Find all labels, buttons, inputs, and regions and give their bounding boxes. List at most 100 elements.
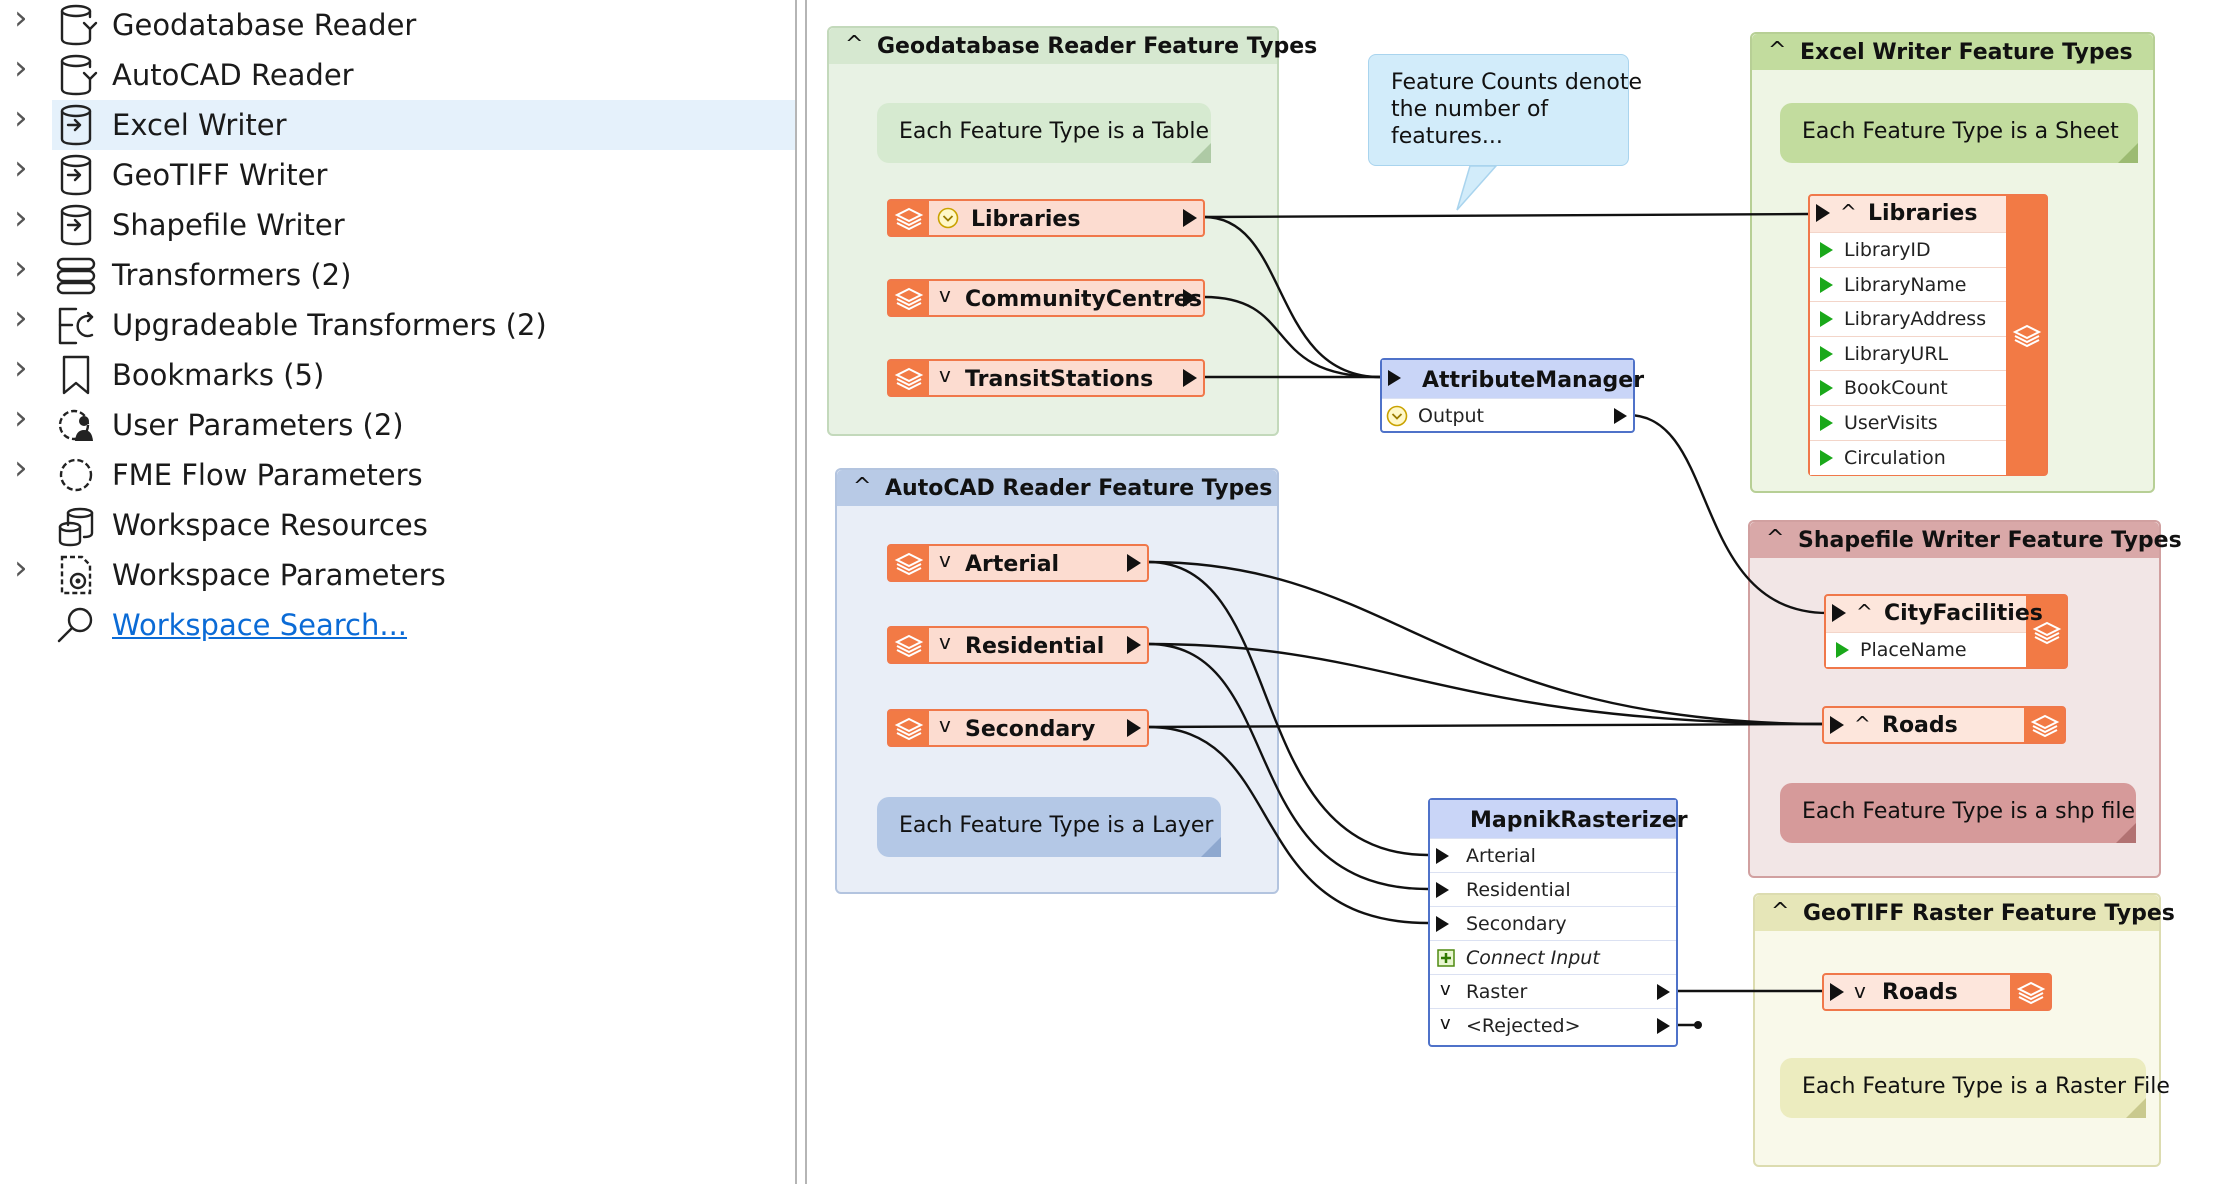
- reader-libraries[interactable]: Libraries: [887, 199, 1205, 237]
- input-port-icon[interactable]: [1436, 916, 1449, 932]
- chevron-right-icon[interactable]: ›: [14, 48, 28, 88]
- connect-input-row[interactable]: Connect Input: [1430, 940, 1676, 975]
- input-port-icon[interactable]: [1436, 848, 1449, 864]
- attribute-row[interactable]: LibraryAddress: [1810, 301, 2006, 337]
- collapse-caret-icon[interactable]: ^: [845, 32, 864, 57]
- chevron-right-icon[interactable]: ›: [14, 398, 28, 438]
- annotation-table[interactable]: Each Feature Type is a Table: [877, 103, 1211, 163]
- expand-caret-icon[interactable]: v: [1440, 979, 1451, 1000]
- collapse-caret-icon[interactable]: ^: [1840, 200, 1857, 224]
- collapse-caret-icon[interactable]: ^: [1856, 600, 1873, 624]
- nav-item-fme-flow-parameters[interactable]: ›FME Flow Parameters: [0, 450, 795, 500]
- attribute-row[interactable]: PlaceName: [1826, 632, 2026, 667]
- expand-caret-icon[interactable]: v: [939, 363, 951, 387]
- workspace-canvas[interactable]: ^Geodatabase Reader Feature Types ^AutoC…: [807, 0, 2231, 1184]
- transformer-header[interactable]: MapnikRasterizer: [1430, 800, 1688, 838]
- bookmark-header[interactable]: ^Shapefile Writer Feature Types: [1750, 522, 2182, 558]
- nav-item-excel-writer[interactable]: ›Excel Writer: [0, 100, 795, 150]
- bookmark-header[interactable]: ^Excel Writer Feature Types: [1752, 34, 2153, 70]
- bookmark-geotiff-raster[interactable]: ^GeoTIFF Raster Feature Types: [1753, 893, 2175, 1167]
- chevron-right-icon[interactable]: ›: [14, 348, 28, 388]
- nav-item-shapefile-writer[interactable]: ›Shapefile Writer: [0, 200, 795, 250]
- attribute-row[interactable]: LibraryName: [1810, 266, 2006, 302]
- output-port-icon[interactable]: [1657, 984, 1670, 1000]
- nav-item-user-parameters-2[interactable]: ›User Parameters (2): [0, 400, 795, 450]
- annotation-raster-file[interactable]: Each Feature Type is a Raster File: [1780, 1058, 2170, 1118]
- writer-shp-roads[interactable]: ^Roads: [1822, 706, 2066, 744]
- writer-header[interactable]: ^Libraries: [1810, 196, 2006, 230]
- nav-item-transformers-2[interactable]: ›Transformers (2): [0, 250, 795, 300]
- writer-header[interactable]: ^Roads: [1824, 708, 2024, 742]
- attribute-row[interactable]: Circulation: [1810, 439, 2006, 475]
- nav-item-upgradeable-transformers-2[interactable]: ›Upgradeable Transformers (2): [0, 300, 795, 350]
- input-port-icon[interactable]: [1436, 882, 1449, 898]
- input-port-icon[interactable]: [1832, 604, 1846, 622]
- collapse-caret-icon[interactable]: ^: [1854, 712, 1871, 736]
- reader-arterial[interactable]: v Arterial: [887, 544, 1149, 582]
- nav-item-autocad-reader[interactable]: ›AutoCAD Reader: [0, 50, 795, 100]
- reader-secondary[interactable]: v Secondary: [887, 709, 1149, 747]
- annotation-sheet[interactable]: Each Feature Type is a Sheet: [1780, 103, 2138, 163]
- output-port-icon[interactable]: [1127, 636, 1141, 654]
- nav-item-geodatabase-reader[interactable]: ›Geodatabase Reader: [0, 0, 795, 50]
- attribute-row[interactable]: LibraryURL: [1810, 335, 2006, 371]
- expand-caret-icon[interactable]: v: [939, 548, 951, 572]
- output-port-row[interactable]: Output: [1382, 398, 1633, 433]
- bookmark-header[interactable]: ^Geodatabase Reader Feature Types: [829, 28, 1317, 64]
- transformer-mapnik-rasterizer[interactable]: MapnikRasterizer Arterial Residential Se…: [1428, 798, 1688, 1047]
- output-port-icon[interactable]: [1183, 289, 1197, 307]
- output-port-row[interactable]: v<Rejected>: [1430, 1008, 1676, 1043]
- collapse-caret-icon[interactable]: ^: [1766, 526, 1785, 551]
- input-port-icon[interactable]: [1816, 204, 1830, 222]
- annotation-layer[interactable]: Each Feature Type is a Layer: [877, 797, 1221, 857]
- output-port-icon[interactable]: [1183, 209, 1197, 227]
- expand-caret-icon[interactable]: v: [939, 283, 951, 307]
- expand-caret-icon[interactable]: v: [1440, 1013, 1451, 1034]
- reader-residential[interactable]: v Residential: [887, 626, 1149, 664]
- transformer-attribute-manager[interactable]: AttributeManager Output: [1380, 358, 1644, 433]
- bookmark-header[interactable]: ^AutoCAD Reader Feature Types: [837, 470, 1277, 506]
- nav-item-workspace-resources[interactable]: Workspace Resources: [0, 500, 795, 550]
- writer-header[interactable]: ^CityFacilities: [1826, 596, 2043, 630]
- connect-input-icon[interactable]: [1436, 948, 1456, 968]
- output-port-icon[interactable]: [1657, 1018, 1670, 1034]
- attribute-row[interactable]: BookCount: [1810, 370, 2006, 406]
- output-port-icon[interactable]: [1127, 554, 1141, 572]
- input-port-row[interactable]: Residential: [1430, 872, 1676, 907]
- reader-community-centres[interactable]: v CommunityCentres: [887, 279, 1205, 317]
- panel-splitter[interactable]: [795, 0, 807, 1184]
- input-port-row[interactable]: Secondary: [1430, 906, 1676, 941]
- collapse-caret-icon[interactable]: ^: [853, 474, 872, 499]
- chevron-right-icon[interactable]: ›: [14, 448, 28, 488]
- chevron-right-icon[interactable]: ›: [14, 248, 28, 288]
- input-port-row[interactable]: Arterial: [1430, 838, 1676, 873]
- input-port-icon[interactable]: [1830, 716, 1844, 734]
- collapse-caret-icon[interactable]: ^: [1771, 899, 1790, 924]
- chevron-right-icon[interactable]: ›: [14, 98, 28, 138]
- transformer-header[interactable]: AttributeManager: [1382, 360, 1644, 398]
- annotation-shp-file[interactable]: Each Feature Type is a shp file: [1780, 783, 2136, 843]
- nav-item-label[interactable]: Workspace Search...: [112, 608, 408, 642]
- nav-item-workspace-parameters[interactable]: ›Workspace Parameters: [0, 550, 795, 600]
- bookmark-header[interactable]: ^GeoTIFF Raster Feature Types: [1755, 895, 2175, 931]
- input-port-icon[interactable]: [1830, 983, 1844, 1001]
- attribute-row[interactable]: UserVisits: [1810, 405, 2006, 440]
- collapse-caret-icon[interactable]: ^: [1768, 38, 1787, 63]
- output-port-icon[interactable]: [1127, 719, 1141, 737]
- nav-item-workspace-search[interactable]: Workspace Search...: [0, 600, 795, 650]
- expand-caret-icon[interactable]: v: [939, 713, 951, 737]
- writer-city-facilities[interactable]: ^CityFacilities PlaceName: [1824, 594, 2068, 669]
- input-port-icon[interactable]: [1388, 370, 1401, 386]
- reader-transit-stations[interactable]: v TransitStations: [887, 359, 1205, 397]
- chevron-right-icon[interactable]: ›: [14, 0, 28, 38]
- attribute-row[interactable]: LibraryID: [1810, 232, 2006, 267]
- output-port-icon[interactable]: [1614, 408, 1627, 424]
- chevron-right-icon[interactable]: ›: [14, 198, 28, 238]
- nav-item-geotiff-writer[interactable]: ›GeoTIFF Writer: [0, 150, 795, 200]
- nav-item-bookmarks-5[interactable]: ›Bookmarks (5): [0, 350, 795, 400]
- chevron-right-icon[interactable]: ›: [14, 298, 28, 338]
